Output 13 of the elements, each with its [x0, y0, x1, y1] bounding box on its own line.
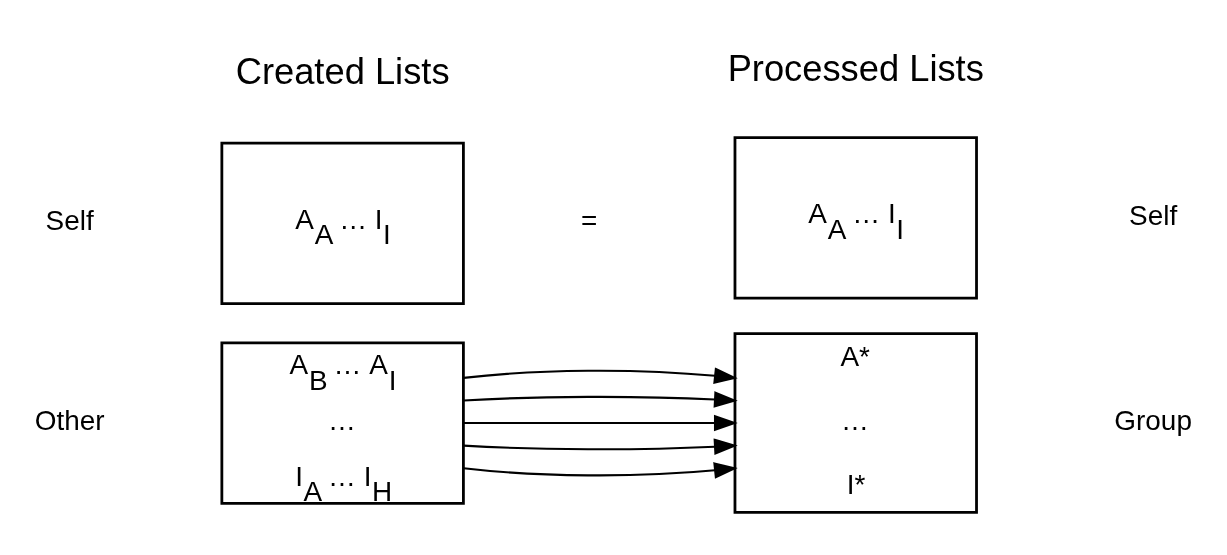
label: Other — [34, 405, 105, 437]
label: Self — [45, 205, 94, 237]
label: Group — [1114, 405, 1192, 437]
node-box: A* … I* — [733, 332, 978, 514]
label: = — [580, 205, 598, 237]
arrow — [463, 414, 738, 432]
arrow — [463, 462, 738, 479]
arrow — [463, 391, 738, 408]
label: Self — [1129, 199, 1178, 231]
arrow — [463, 367, 738, 384]
label: Processed Lists — [727, 48, 984, 90]
label: Created Lists — [235, 51, 450, 93]
arrow — [463, 438, 738, 456]
